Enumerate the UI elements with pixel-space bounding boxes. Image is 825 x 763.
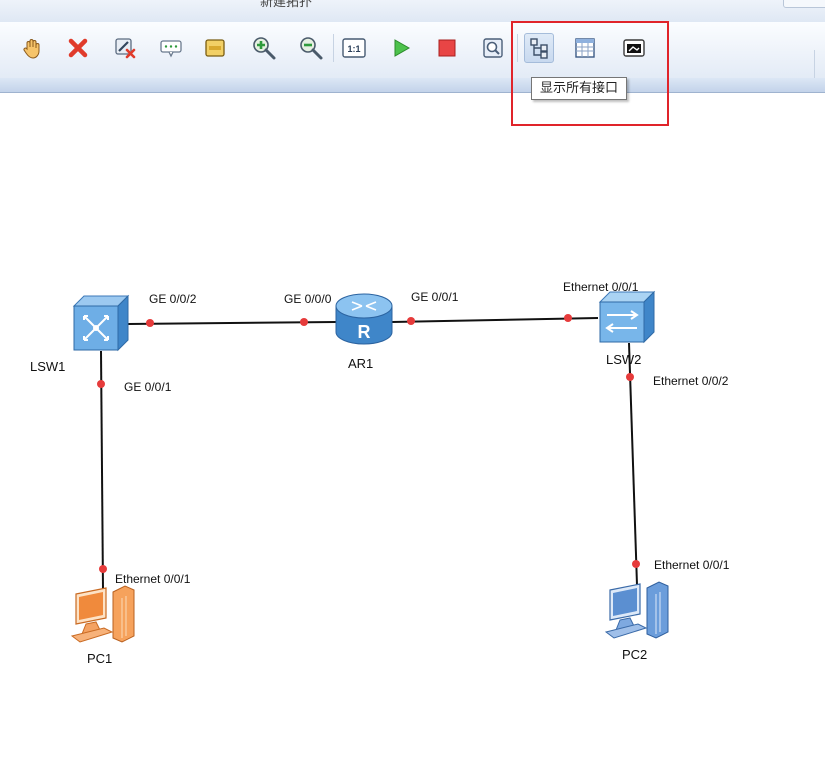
device-lsw2[interactable]: [598, 290, 656, 344]
device-lsw1[interactable]: [72, 294, 130, 352]
device-label-ar1: AR1: [348, 356, 373, 371]
device-ar1[interactable]: R: [335, 293, 393, 345]
actual-size-button[interactable]: 1:1: [339, 33, 369, 63]
actual-size-icon: 1:1: [342, 38, 366, 58]
capture-button[interactable]: [478, 33, 508, 63]
palette-icon: [205, 39, 225, 57]
switch-icon: [598, 290, 656, 344]
port-dot: [564, 314, 572, 322]
text-icon: [160, 40, 182, 58]
port-label-lsw2-eth001: Ethernet 0/0/1: [563, 280, 639, 294]
start-button[interactable]: [386, 33, 416, 63]
port-label-lsw2-eth002: Ethernet 0/0/2: [653, 374, 729, 388]
zoom-out-button[interactable]: [296, 33, 326, 63]
device-label-pc2: PC2: [622, 647, 647, 662]
grid-icon: [575, 38, 595, 58]
toolbar-separator: [517, 34, 518, 62]
port-dot: [407, 317, 415, 325]
port-label-lsw1-ge001: GE 0/0/1: [124, 380, 172, 394]
pc-icon: [70, 585, 135, 643]
link-lsw1-pc1[interactable]: [100, 350, 104, 591]
port-dot: [146, 319, 154, 327]
port-dot: [99, 565, 107, 573]
svg-text:1:1: 1:1: [347, 44, 360, 54]
device-pc2[interactable]: [604, 581, 669, 639]
console-button[interactable]: [619, 33, 649, 63]
window-control[interactable]: [783, 0, 825, 8]
hand-icon: [23, 39, 40, 59]
palette-button[interactable]: [200, 33, 230, 63]
link-ar1-lsw2[interactable]: [391, 317, 599, 323]
delete-link-button[interactable]: [110, 33, 140, 63]
zoom-in-icon: [253, 37, 276, 60]
console-icon: [623, 39, 645, 57]
show-interfaces-button[interactable]: [524, 33, 554, 63]
router-icon: R: [335, 293, 393, 345]
port-dots: [97, 314, 640, 573]
title-bar: 新建拓扑: [0, 0, 825, 22]
port-label-lsw1-ge002: GE 0/0/2: [149, 292, 197, 306]
zoom-out-icon: [300, 37, 323, 60]
text-button[interactable]: [156, 33, 186, 63]
window-title: 新建拓扑: [260, 0, 313, 10]
stop-button[interactable]: [432, 33, 462, 63]
device-label-lsw2: LSW2: [606, 352, 641, 367]
device-pc1[interactable]: [70, 585, 135, 643]
port-dot: [300, 318, 308, 326]
start-icon: [394, 39, 411, 57]
grid-button[interactable]: [570, 33, 600, 63]
device-label-pc1: PC1: [87, 651, 112, 666]
core-switch-icon: [72, 294, 130, 352]
port-label-pc1-eth001: Ethernet 0/0/1: [115, 572, 191, 586]
hand-tool-button[interactable]: [18, 33, 48, 63]
svg-text:R: R: [358, 322, 371, 342]
port-dot: [626, 373, 634, 381]
zoom-in-button[interactable]: [249, 33, 279, 63]
delete-link-icon: [115, 38, 136, 59]
toolbar-edge: [814, 50, 825, 90]
port-label-ar1-ge000: GE 0/0/0: [284, 292, 332, 306]
tooltip-show-all-interfaces: 显示所有接口: [531, 77, 628, 100]
delete-button[interactable]: [63, 33, 93, 63]
link-lsw2-pc2[interactable]: [628, 342, 638, 586]
capture-icon: [483, 38, 503, 58]
delete-icon: [68, 38, 88, 58]
annotation-highlight-box: [511, 21, 669, 126]
port-dot: [97, 380, 105, 388]
show-interfaces-icon: [530, 38, 548, 59]
port-label-pc2-eth001: Ethernet 0/0/1: [654, 558, 730, 572]
toolbar: 1:1: [0, 22, 825, 90]
device-label-lsw1: LSW1: [30, 359, 65, 374]
pc-icon: [604, 581, 669, 639]
stop-icon: [438, 39, 456, 57]
port-dot: [632, 560, 640, 568]
toolbar-separator: [333, 34, 334, 62]
port-label-ar1-ge001: GE 0/0/1: [411, 290, 459, 304]
